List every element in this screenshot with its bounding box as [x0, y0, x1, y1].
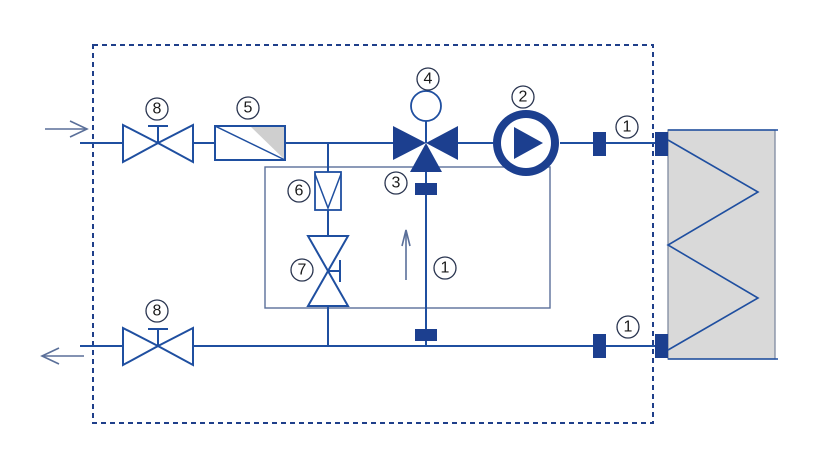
heat-exchanger: [666, 129, 778, 360]
svg-text:8: 8: [153, 303, 162, 320]
shutoff-valve-supply: [122, 123, 194, 164]
three-way-valve: [393, 121, 458, 195]
svg-text:4: 4: [424, 71, 433, 88]
svg-text:3: 3: [392, 175, 401, 192]
svg-text:8: 8: [153, 101, 162, 118]
sensor-bypass: [415, 329, 437, 341]
arrow-right-icon: [45, 120, 89, 138]
label-2: 2: [511, 85, 535, 109]
actuator: [410, 90, 442, 122]
label-1-bypass: 1: [433, 256, 457, 280]
svg-text:7: 7: [298, 262, 307, 279]
zigzag-coil-icon: [666, 139, 760, 351]
svg-text:5: 5: [244, 100, 253, 117]
label-4: 4: [416, 67, 440, 91]
arrow-left-icon: [40, 347, 84, 365]
sensor-return: [593, 334, 606, 358]
coil-connector-bottom: [655, 334, 668, 358]
sensor-supply: [593, 132, 606, 156]
bypass-loop: [264, 166, 551, 309]
circulation-pump-icon: [493, 110, 559, 176]
check-valve: [314, 171, 342, 211]
balancing-valve: [306, 235, 350, 307]
label-3: 3: [384, 171, 408, 195]
label-7: 7: [290, 258, 314, 282]
label-8-return: 8: [145, 299, 169, 323]
label-5: 5: [236, 96, 260, 120]
label-1-return: 1: [616, 315, 640, 339]
shutoff-valve-return: [122, 326, 194, 367]
svg-text:1: 1: [624, 319, 633, 336]
coil-connector-top: [655, 132, 668, 156]
arrow-up-icon: [401, 229, 411, 280]
svg-text:1: 1: [441, 260, 450, 277]
module-boundary: [92, 44, 654, 424]
strainer: [214, 125, 286, 161]
svg-text:1: 1: [623, 119, 632, 136]
label-8-supply: 8: [145, 97, 169, 121]
label-1-supply: 1: [615, 115, 639, 139]
label-6: 6: [287, 179, 311, 203]
svg-text:6: 6: [295, 183, 304, 200]
svg-text:2: 2: [519, 89, 528, 106]
